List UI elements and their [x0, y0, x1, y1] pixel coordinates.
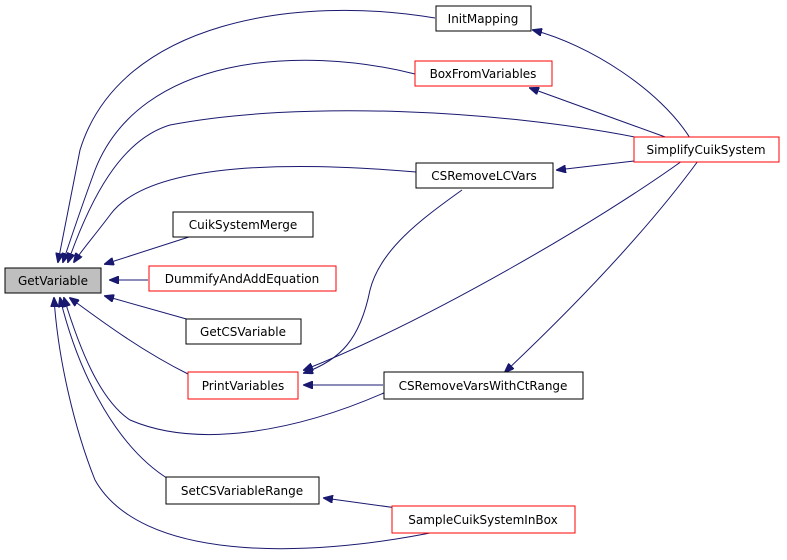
- node-simplify-cuik-system[interactable]: SimplifyCuikSystem: [633, 136, 780, 163]
- node-get-variable-label: GetVariable: [18, 274, 88, 288]
- edge-sample-getvariable: [54, 298, 441, 550]
- edge-boxfromvariables-getvariable: [63, 59, 416, 262]
- edge-simplify-initmapping: [533, 30, 691, 139]
- node-print-variables[interactable]: PrintVariables: [187, 371, 299, 400]
- edge-simplify-boxfromvariables: [530, 88, 669, 139]
- node-set-cs-variable-range-label: SetCSVariableRange: [181, 484, 303, 498]
- edge-csremovelcvars-printvariables: [304, 189, 463, 373]
- edge-simplify-csremovevarswithctrange: [505, 160, 699, 372]
- edge-simplify-csremovelcvars: [557, 160, 635, 170]
- edge-getcsvariable-getvariable: [105, 296, 191, 321]
- edge-csremovevarswithctrange-getvariable: [64, 298, 387, 435]
- node-print-variables-label: PrintVariables: [202, 379, 284, 393]
- edge-printvariables-getvariable: [70, 298, 189, 375]
- node-sample-cuik-system-in-box-label: SampleCuikSystemInBox: [408, 513, 557, 527]
- edge-setcsvariablerange-getvariable: [60, 298, 171, 481]
- edge-cuiksystemmerge-getvariable: [105, 235, 193, 264]
- node-get-cs-variable[interactable]: GetCSVariable: [185, 318, 302, 345]
- node-init-mapping-label: InitMapping: [448, 12, 519, 26]
- node-cuik-system-merge-label: CuikSystemMerge: [189, 218, 297, 232]
- node-cuik-system-merge[interactable]: CuikSystemMerge: [172, 211, 314, 238]
- node-sample-cuik-system-in-box[interactable]: SampleCuikSystemInBox: [391, 505, 576, 534]
- node-simplify-cuik-system-label: SimplifyCuikSystem: [646, 143, 765, 157]
- node-cs-remove-lc-vars-label: CSRemoveLCVars: [431, 169, 537, 183]
- node-dummify-and-add-equation-label: DummifyAndAddEquation: [165, 272, 319, 286]
- node-cs-remove-lc-vars[interactable]: CSRemoveLCVars: [415, 162, 554, 189]
- node-get-cs-variable-label: GetCSVariable: [200, 325, 286, 339]
- node-cs-remove-vars-with-ct-range[interactable]: CSRemoveVarsWithCtRange: [383, 371, 584, 400]
- edge-initmapping-getvariable: [58, 9, 436, 262]
- node-init-mapping[interactable]: InitMapping: [435, 5, 532, 32]
- node-box-from-variables-label: BoxFromVariables: [430, 67, 537, 81]
- node-cs-remove-vars-with-ct-range-label: CSRemoveVarsWithCtRange: [399, 379, 568, 393]
- node-box-from-variables[interactable]: BoxFromVariables: [414, 60, 553, 87]
- node-set-cs-variable-range[interactable]: SetCSVariableRange: [165, 476, 320, 505]
- edge-simplify-printvariables: [304, 160, 683, 370]
- node-dummify-and-add-equation[interactable]: DummifyAndAddEquation: [148, 265, 337, 292]
- edge-simplify-getvariable: [68, 110, 641, 262]
- edges: [54, 9, 699, 550]
- node-get-variable[interactable]: GetVariable: [4, 267, 102, 294]
- edge-csremovelcvars-getvariable: [74, 165, 417, 262]
